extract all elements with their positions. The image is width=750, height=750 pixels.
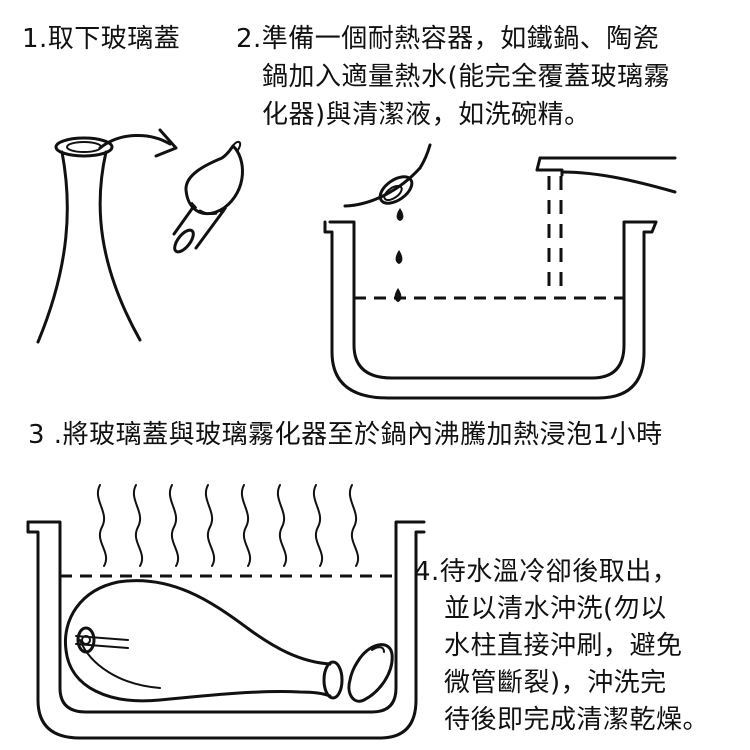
submerged-lid-illustration bbox=[347, 643, 394, 703]
steam-wavy-lines bbox=[97, 484, 359, 567]
step-3-text: 3 .將玻璃蓋與玻璃霧化器至於鍋內沸騰加熱浸泡1小時 bbox=[28, 420, 663, 450]
step-1-text: 1.取下玻璃蓋 bbox=[22, 24, 181, 54]
detergent-bottle-illustration bbox=[343, 143, 432, 208]
step-4-line-2: 並以清水沖洗(勿以 bbox=[444, 594, 667, 624]
step-2-line-2: 鍋加入適量熱水(能完全覆蓋玻璃霧 bbox=[262, 62, 671, 92]
step-2-line-1: 2.準備一個耐熱容器，如鐵鍋、陶瓷 bbox=[236, 24, 660, 54]
glass-lid-illustration bbox=[172, 140, 244, 254]
step-4-line-5: 待後即完成清潔乾燥。 bbox=[444, 705, 710, 735]
step-2-line-3: 化器)與清潔液，如洗碗精。 bbox=[262, 100, 591, 130]
water-tap-illustration bbox=[535, 156, 677, 296]
removal-arrow bbox=[98, 128, 178, 158]
step-4-line-4: 微管斷裂)，沖洗完 bbox=[444, 668, 667, 698]
pot-with-water-illustration bbox=[323, 220, 658, 400]
step-4-line-1: 4.待水溫冷卻後取出， bbox=[414, 557, 679, 587]
step-4-line-3: 水柱直接沖刷，避免 bbox=[444, 631, 683, 661]
detergent-drops bbox=[394, 208, 404, 302]
boiling-pot-illustration bbox=[26, 520, 426, 740]
glass-atomizer-bottle-illustration bbox=[36, 136, 142, 344]
submerged-atomizer-illustration bbox=[63, 579, 344, 703]
